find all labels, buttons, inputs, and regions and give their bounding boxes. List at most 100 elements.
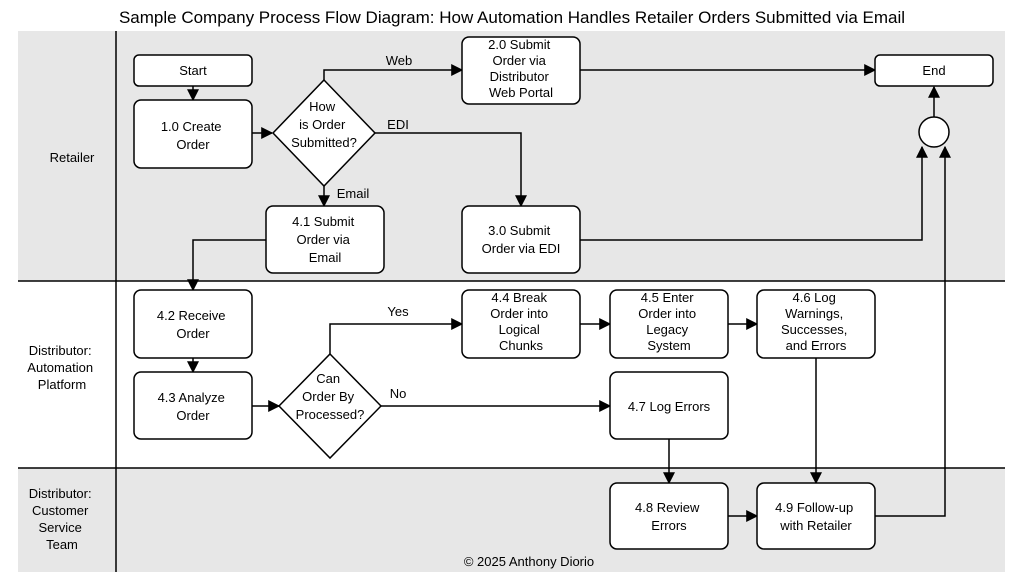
node-label-line: Web Portal [489,85,553,100]
node-label-line: 2.0 Submit [488,37,551,52]
node-label-line: Submitted? [291,135,357,150]
node-label-line: Chunks [499,338,544,353]
node-label-line: 4.7 Log Errors [628,399,711,414]
edge-edi-to-join [580,145,928,241]
node-label-line: 4.5 Enter [641,290,694,305]
node-label-line: How [309,99,336,114]
node-label-line: Order via EDI [482,241,561,256]
edge-email-to-receive [187,239,266,292]
node-label-line: Order [176,408,210,423]
log-warnings-node [756,289,876,359]
node-label-line: Order via [492,53,546,68]
enter-order-label: 4.5 Enter Order into Legacy System [638,290,699,353]
edge-yes [329,318,464,354]
can-process-label: Can Order By Processed? [296,371,365,422]
lane-label-line: Distributor: [29,343,92,358]
submit-edi-label: 3.0 Submit Order via EDI [482,223,561,256]
receive-order-node [133,289,253,359]
lane-label-retailer: Retailer [50,150,95,165]
receive-order-label: 4.2 Receive Order [157,308,229,341]
lane-label-line: Retailer [50,150,95,165]
node-label-line: 3.0 Submit [488,223,551,238]
log-warnings-label: 4.6 Log Warnings, Successes, and Errors [781,290,851,353]
node-label-line: Errors [651,518,687,533]
lane-label-line: Platform [38,377,86,392]
review-errors-node [609,482,729,550]
follow-up-node [756,482,876,550]
node-label-line: and Errors [786,338,847,353]
start-node [133,54,253,87]
node-label-line: System [647,338,690,353]
create-order-label: 1.0 Create Order [161,119,225,152]
node-label-line: End [922,63,945,78]
break-order-label: 4.4 Break Order into Logical Chunks [490,290,551,353]
node-label-line: 4.3 Analyze [158,390,225,405]
create-order-node [133,99,253,169]
analyze-order-label: 4.3 Analyze Order [158,390,229,423]
can-process-decision [277,352,383,460]
node-label-line: Legacy [646,322,688,337]
lane-label-line: Distributor: [29,486,92,501]
node-label-line: Logical [499,322,540,337]
how-submitted-label: How is Order Submitted? [291,99,357,150]
review-errors-label: 4.8 Review Errors [635,500,703,533]
edge-edi [375,132,527,208]
node-label-line: 4.4 Break [491,290,547,305]
break-order-node [461,289,581,359]
lane-label-customer-service: Distributor: Customer Service Team [29,486,95,552]
how-submitted-decision [271,78,377,188]
edge-web [323,64,464,80]
node-labels: Start 1.0 Create Order How is Order Subm… [157,37,946,533]
node-label-line: 4.1 Submit [292,214,355,229]
node-label-line: Order into [490,306,548,321]
node-label-line: Order [176,326,210,341]
connectors [187,64,951,522]
submit-email-label: 4.1 Submit Order via Email [292,214,358,265]
edge-label-edi: EDI [387,117,409,132]
web-portal-label: 2.0 Submit Order via Distributor Web Por… [488,37,554,100]
submit-edi-node [461,205,581,274]
follow-up-label: 4.9 Follow-up with Retailer [775,500,857,533]
web-portal-node [461,36,581,105]
node-label-line: Processed? [296,407,365,422]
submit-email-node [265,205,385,274]
node-label-line: Email [309,250,342,265]
lane-label-line: Customer [32,503,89,518]
lane-label-line: Team [46,537,78,552]
edge-label-email: Email [337,186,370,201]
edge-label-yes: Yes [387,304,409,319]
end-label: End [922,63,945,78]
node-label-line: with Retailer [779,518,852,533]
nodes [133,36,994,550]
enter-order-node [609,289,729,359]
node-label-line: 4.9 Follow-up [775,500,853,515]
log-errors-label: 4.7 Log Errors [628,399,711,414]
node-label-line: is Order [299,117,346,132]
lane-label-automation: Distributor: Automation Platform [27,343,96,392]
node-label-line: Successes, [781,322,847,337]
node-label-line: 4.2 Receive [157,308,226,323]
log-errors-node [609,371,729,440]
edge-label-no: No [390,386,407,401]
node-label-line: 4.8 Review [635,500,700,515]
copyright-footer: © 2025 Anthony Diorio [464,554,594,569]
lane-label-line: Automation [27,360,93,375]
node-label-line: Start [179,63,207,78]
diagram-title: Sample Company Process Flow Diagram: How… [119,8,905,27]
lane-label-line: Service [39,520,82,535]
node-label-line: 4.6 Log [793,290,836,305]
end-node [874,54,994,87]
edge-label-web: Web [386,53,413,68]
node-label-line: Warnings, [785,306,843,321]
analyze-order-node [133,371,253,440]
join-connector [918,116,950,148]
node-label-line: 1.0 Create [161,119,222,134]
node-label-line: Order [176,137,210,152]
node-label-line: Can [316,371,340,386]
start-label: Start [179,63,207,78]
node-label-line: Order via [296,232,350,247]
node-label-line: Order into [638,306,696,321]
node-label-line: Order By [302,389,355,404]
edge-follow-up-to-join [875,145,951,517]
